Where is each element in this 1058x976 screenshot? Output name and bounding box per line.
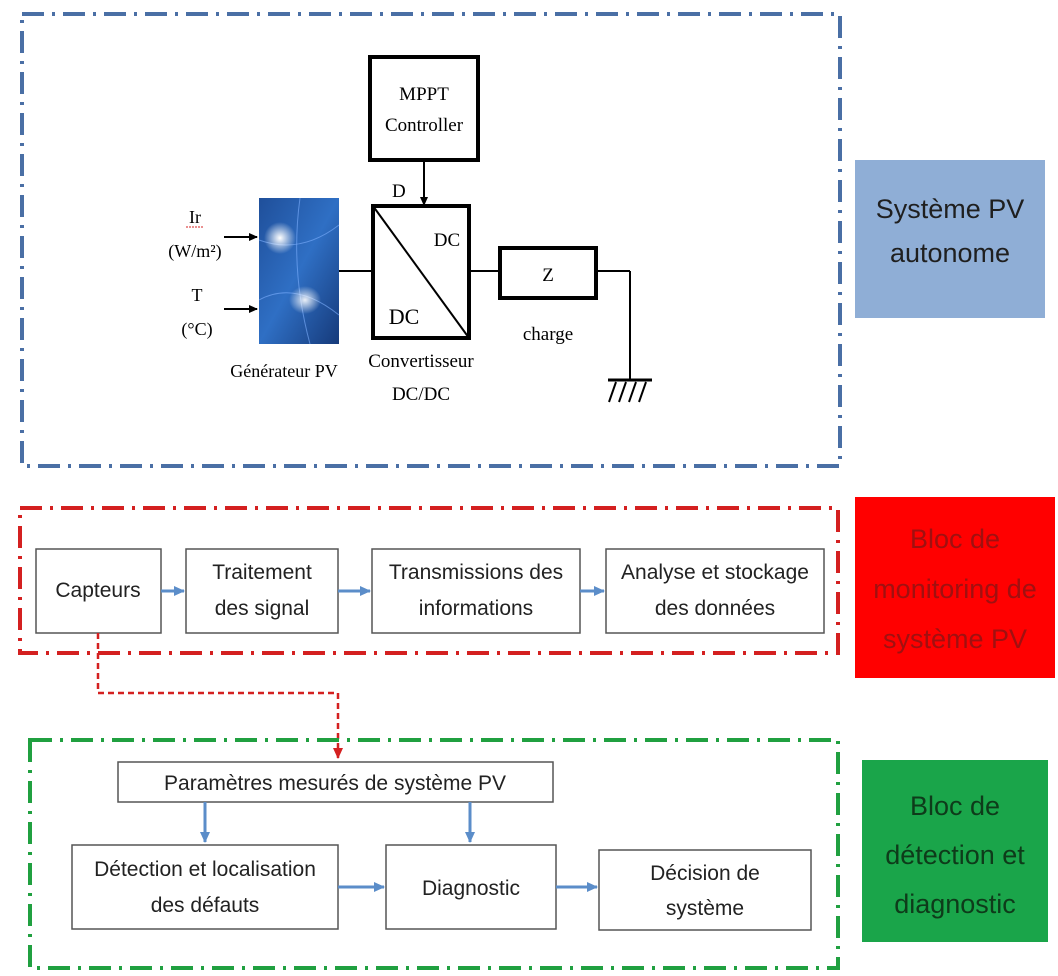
generator-label: Générateur PV xyxy=(230,361,337,381)
monitoring-side-label-line1: Bloc de xyxy=(910,524,1000,554)
decision-label-line2: système xyxy=(666,897,744,920)
transmissions-block: Transmissions des informations xyxy=(371,548,581,634)
diagnostic-label: Diagnostic xyxy=(422,877,520,900)
ground-icon xyxy=(596,270,652,403)
analyse-label-line2: des données xyxy=(655,597,775,620)
transmissions-label-line1: Transmissions des xyxy=(389,561,563,584)
parametres-label: Paramètres mesurés de système PV xyxy=(164,772,506,795)
detection-side-label-box xyxy=(862,760,1048,942)
irradiance-label-line2: (W/m²) xyxy=(168,241,221,262)
temperature-label-line2: (°C) xyxy=(181,319,212,340)
monitoring-frame xyxy=(18,506,840,655)
capteurs-to-parametres-connector xyxy=(96,633,343,759)
monitoring-side-label-line3: système PV xyxy=(883,624,1027,654)
traitement-block: Traitement des signal xyxy=(185,548,339,634)
converter-out-label: DC xyxy=(434,230,460,251)
load-symbol: Z xyxy=(542,265,554,286)
duty-label: D xyxy=(392,181,406,202)
mppt-label-line2: Controller xyxy=(385,115,464,136)
capteurs-label: Capteurs xyxy=(55,579,140,602)
traitement-label-line1: Traitement xyxy=(212,561,312,584)
capteurs-block: Capteurs xyxy=(35,548,162,634)
localisation-label-line1: Détection et localisation xyxy=(94,858,316,881)
mppt-label-line1: MPPT xyxy=(399,84,449,105)
monitoring-side-label-box xyxy=(855,497,1055,678)
parametres-block: Paramètres mesurés de système PV xyxy=(117,761,554,803)
analyse-block: Analyse et stockage des données xyxy=(605,548,825,634)
detection-side-label-line2: détection et xyxy=(885,840,1025,870)
load-impedance-box: Z xyxy=(498,246,598,300)
transmissions-label-line2: informations xyxy=(419,597,533,620)
localisation-label-line2: des défauts xyxy=(151,894,260,917)
detection-side-label-line1: Bloc de xyxy=(910,791,1000,821)
converter-in-label: DC xyxy=(389,304,420,329)
load-label: charge xyxy=(523,324,573,345)
mppt-controller-box: MPPT Controller xyxy=(368,55,480,162)
pv-side-label-line2: autonome xyxy=(890,238,1010,268)
monitoring-side-label-line2: monitoring de xyxy=(873,574,1037,604)
pv-system-frame xyxy=(20,12,842,468)
detection-side-label-line3: diagnostic xyxy=(894,889,1016,919)
pv-side-label-box xyxy=(855,160,1045,318)
decision-label-line1: Décision de xyxy=(650,862,760,885)
pv-side-label-line1: Système PV xyxy=(876,194,1025,224)
temperature-label-line1: T xyxy=(192,285,203,305)
irradiance-label-line1: Ir xyxy=(189,207,201,227)
detection-frame xyxy=(28,738,840,970)
solar-panel-icon xyxy=(258,197,340,345)
decision-block: Décision de système xyxy=(598,849,812,931)
diagnostic-block: Diagnostic xyxy=(385,844,557,930)
dc-dc-converter: DC DC xyxy=(371,204,471,340)
converter-caption-line1: Convertisseur xyxy=(368,351,474,372)
traitement-label-line2: des signal xyxy=(215,597,310,620)
converter-caption-line2: DC/DC xyxy=(392,384,450,405)
localisation-block: Détection et localisation des défauts xyxy=(71,844,339,930)
analyse-label-line1: Analyse et stockage xyxy=(621,561,809,584)
